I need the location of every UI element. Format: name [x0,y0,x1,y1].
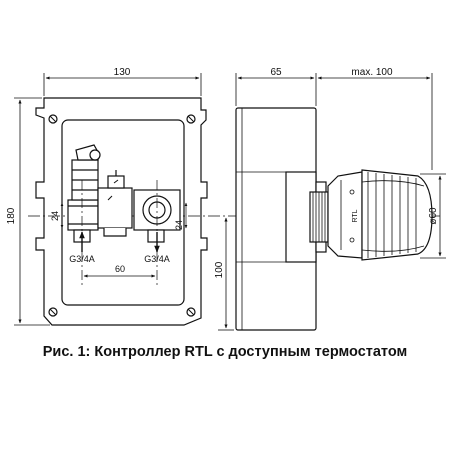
valve-assembly [67,144,181,243]
left-connector [67,199,99,231]
screw-br [186,307,196,317]
screw-tl [48,114,58,124]
screw-tr [186,114,196,124]
dim-label-130: 130 [114,67,131,78]
figure-caption: Рис. 1: Контроллер RTL с доступным термо… [42,344,408,360]
side-view [235,107,329,331]
dim-label-180: 180 [6,207,17,224]
thermostat-knob [361,169,433,261]
dim-label-max-100: max. 100 [351,67,393,78]
dim-max-100 [317,73,433,170]
dim-label-24-right: 24 [174,220,184,230]
dim-label-24-left: 24 [50,211,60,221]
flow-arrows [79,231,160,253]
dim-label-diameter-60: ø60 [428,207,439,225]
dim-label-65: 65 [270,67,282,78]
dim-130 [43,73,202,96]
thermostat-rtl-mark: RTL [352,209,359,222]
mounting-plate [35,97,208,326]
dim-label-100: 100 [214,261,225,278]
thread-label-right: G3/4A [144,254,170,264]
dim-65 [235,73,317,106]
thread-label-left: G3/4A [69,254,95,264]
dim-label-60: 60 [115,264,125,274]
dim-diameter-60 [420,173,446,259]
technical-drawing: 130 180 [6,67,446,331]
screw-bl [48,307,58,317]
dim-180 [14,97,50,326]
valve-middle [97,187,133,229]
dim-100 [218,217,234,331]
